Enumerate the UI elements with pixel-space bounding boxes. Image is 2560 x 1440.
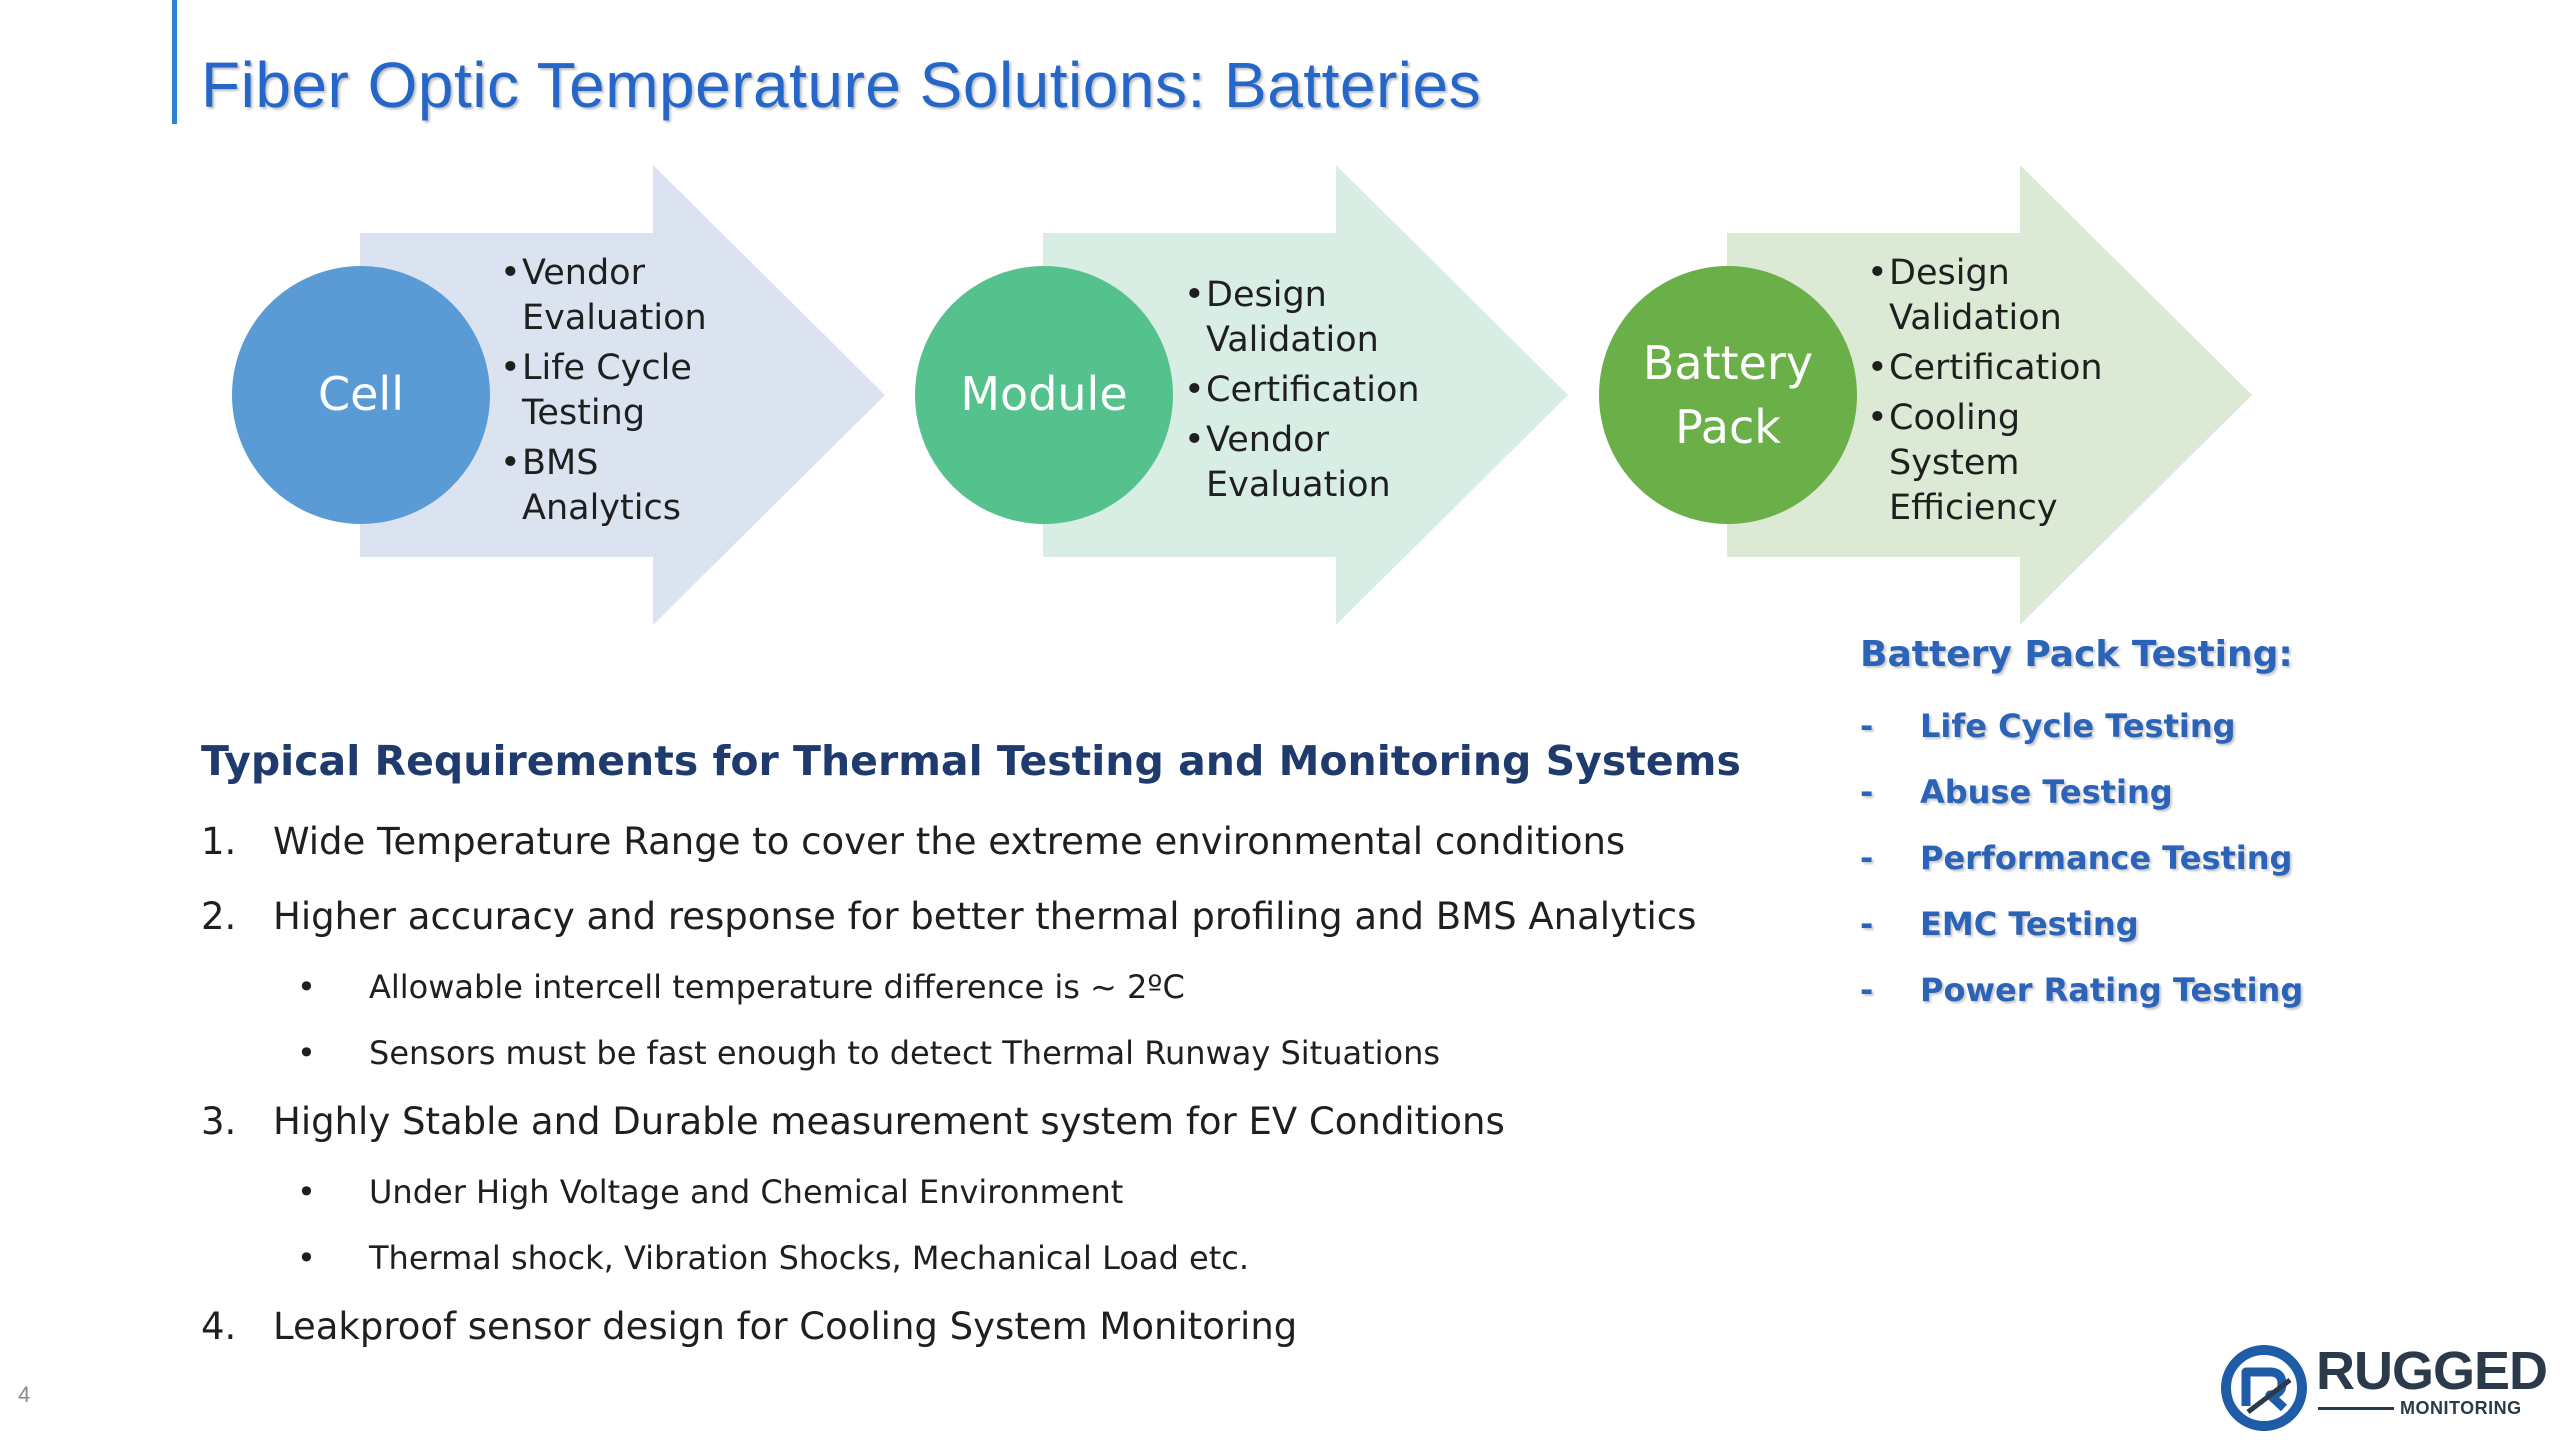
requirement-subitem: • Under High Voltage and Chemical Enviro…	[201, 1173, 1651, 1211]
requirement-number: 3.	[201, 1100, 237, 1143]
requirement-text: Wide Temperature Range to cover the extr…	[273, 820, 1626, 863]
bullet-life-cycle-testing: Life Cycle Testing	[500, 346, 780, 436]
rugged-monitoring-logo: RUGGED MONITORING	[2218, 1340, 2548, 1435]
testing-item-life-cycle: -Life Cycle Testing	[1860, 707, 2236, 745]
requirement-subitem: • Sensors must be fast enough to detect …	[201, 1034, 1651, 1072]
slide-title: Fiber Optic Temperature Solutions: Batte…	[201, 49, 1482, 121]
stage-label-line-1: Battery	[1642, 336, 1814, 390]
bullet-certification: Certification	[1867, 346, 2137, 391]
requirement-subtext: Under High Voltage and Chemical Environm…	[369, 1173, 1124, 1211]
requirement-number: 2.	[201, 895, 237, 938]
testing-item-performance: -Performance Testing	[1860, 839, 2293, 877]
testing-item-abuse: -Abuse Testing	[1860, 773, 2173, 811]
requirement-item: 3. Highly Stable and Durable measurement…	[201, 1100, 1651, 1143]
subitem-bullet: •	[297, 1034, 316, 1072]
stage-bullet-list: Design Validation Certification Vendor E…	[1184, 273, 1474, 508]
stage-circle: Module	[915, 266, 1173, 524]
subitem-bullet: •	[297, 968, 316, 1006]
stage-circle: Cell	[232, 266, 490, 524]
stage-module: Module Design Validation Certification V…	[908, 165, 1568, 625]
requirements-heading: Typical Requirements for Thermal Testing…	[201, 737, 1741, 785]
subitem-bullet: •	[297, 1239, 316, 1277]
bullet-vendor-evaluation: Vendor Evaluation	[500, 251, 780, 341]
subitem-bullet: •	[297, 1173, 316, 1211]
stage-bullet-list: Design Validation Certification Cooling …	[1867, 251, 2137, 531]
requirement-subitem: • Allowable intercell temperature differ…	[201, 968, 1651, 1006]
requirement-item: 4. Leakproof sensor design for Cooling S…	[201, 1305, 1651, 1348]
requirement-subtext: Thermal shock, Vibration Shocks, Mechani…	[369, 1239, 1250, 1277]
requirement-number: 1.	[201, 820, 237, 863]
battery-pack-testing-panel: Battery Pack Testing: -Life Cycle Testin…	[1860, 634, 2304, 1023]
logo-mark-icon	[2221, 1345, 2307, 1431]
logo-divider	[2318, 1407, 2394, 1410]
stage-label-line-2: Pack	[1675, 400, 1781, 454]
battery-pack-testing-title: Battery Pack Testing:	[1860, 634, 2293, 675]
testing-item-emc: -EMC Testing	[1860, 905, 2139, 943]
requirement-text: Leakproof sensor design for Cooling Syst…	[273, 1305, 1298, 1348]
logo-wordmark: RUGGED	[2316, 1341, 2548, 1401]
stage-label: Module	[960, 367, 1128, 422]
logo-subtitle: MONITORING	[2400, 1398, 2522, 1418]
bullet-design-validation: Design Validation	[1867, 251, 2137, 341]
stage-circle: Battery Pack	[1599, 266, 1857, 524]
requirements-list: 1. Wide Temperature Range to cover the e…	[201, 820, 1696, 1348]
page-number: 4	[18, 1382, 31, 1407]
requirement-number: 4.	[201, 1305, 237, 1348]
requirement-item: 1. Wide Temperature Range to cover the e…	[201, 820, 1651, 863]
stage-bullet-list: Vendor Evaluation Life Cycle Testing BMS…	[500, 251, 780, 531]
bullet-cooling-system-efficiency: Cooling System Efficiency	[1867, 396, 2137, 531]
bullet-vendor-evaluation: Vendor Evaluation	[1184, 418, 1474, 508]
bullet-bms-analytics: BMS Analytics	[500, 441, 780, 531]
bullet-certification: Certification	[1184, 368, 1474, 413]
requirement-subitem: • Thermal shock, Vibration Shocks, Mecha…	[201, 1239, 1651, 1277]
requirement-subtext: Sensors must be fast enough to detect Th…	[369, 1034, 1441, 1072]
bullet-design-validation: Design Validation	[1184, 273, 1474, 363]
stage-cell: Cell Vendor Evaluation Life Cycle Testin…	[225, 165, 885, 625]
testing-item-power-rating: -Power Rating Testing	[1860, 971, 2304, 1009]
stage-label: Cell	[318, 367, 404, 422]
stage-battery-pack: Battery Pack Design Validation Certifica…	[1592, 165, 2252, 625]
requirement-subtext: Allowable intercell temperature differen…	[369, 968, 1185, 1006]
requirement-text: Higher accuracy and response for better …	[273, 895, 1697, 938]
title-accent-bar	[172, 0, 177, 124]
requirement-item: 2. Higher accuracy and response for bett…	[201, 895, 1696, 938]
requirement-text: Highly Stable and Durable measurement sy…	[273, 1100, 1505, 1143]
